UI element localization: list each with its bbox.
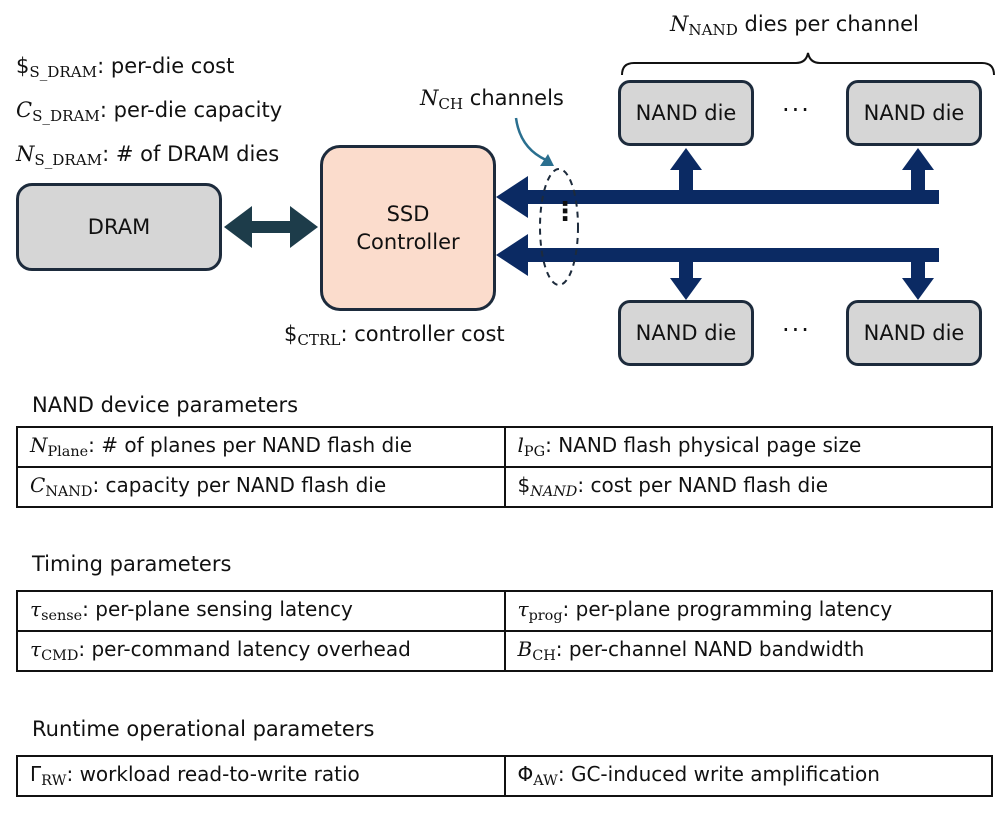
param-tau-cmd: τCMD: per-command latency overhead <box>16 630 506 672</box>
table-row: NPlane: # of planes per NAND flash die l… <box>16 426 993 468</box>
nand-die-label: NAND die <box>635 321 737 345</box>
description: channels <box>463 86 564 110</box>
param-gamma-rw: ΓRW: workload read-to-write ratio <box>16 755 506 797</box>
channels-label: NCH channels <box>420 88 564 112</box>
ssd-controller-block: SSD Controller <box>320 145 496 311</box>
nand-die-label: NAND die <box>635 101 737 125</box>
symbol: $ <box>284 322 298 346</box>
channel-bus-upper <box>496 148 939 218</box>
controller-label-line2: Controller <box>356 230 460 254</box>
controller-cost-label: $CTRL: controller cost <box>284 324 505 348</box>
param-tau-sense: τsense: per-plane sensing latency <box>16 590 506 632</box>
subscript: S_DRAM <box>32 107 100 126</box>
nand-die-bottom-right: NAND die <box>846 300 982 366</box>
channels-pointer-arrow <box>514 117 554 166</box>
dram-block: DRAM <box>16 183 222 271</box>
nand-ellipsis-top: ··· <box>782 96 811 124</box>
param-tau-prog: τprog: per-plane programming latency <box>503 590 993 632</box>
channels-vertical-dots: ⋮ <box>552 197 578 227</box>
param-phi-aw: ΦAW: GC-induced write amplification <box>503 755 993 797</box>
dies-per-channel-label: NNAND dies per channel <box>670 14 919 38</box>
symbol: $ <box>16 54 30 78</box>
channel-bus-lower <box>496 234 939 300</box>
description: : per-die capacity <box>99 98 283 122</box>
channels-ellipse <box>539 168 579 286</box>
table-row: τsense: per-plane sensing latency τprog:… <box>16 590 993 632</box>
table-row: τCMD: per-command latency overhead BCH: … <box>16 630 993 672</box>
section-title-nand-device: NAND device parameters <box>32 393 299 417</box>
subscript: NAND <box>688 21 738 40</box>
description: dies per channel <box>737 12 919 36</box>
nand-die-bottom-left: NAND die <box>618 300 754 366</box>
nand-die-top-right: NAND die <box>846 80 982 146</box>
param-cost-nand: $NAND: cost per NAND flash die <box>503 466 993 508</box>
legend-s-dram-count: NS_DRAM: # of DRAM dies <box>16 144 279 168</box>
table-row: ΓRW: workload read-to-write ratio ΦAW: G… <box>16 755 993 797</box>
nand-die-label: NAND die <box>863 321 965 345</box>
subscript: CH <box>438 95 464 114</box>
legend-s-dram-cost: $S_DRAM: per-die cost <box>16 56 234 80</box>
table-row: CNAND: capacity per NAND flash die $NAND… <box>16 466 993 508</box>
legend-s-dram-capacity: CS_DRAM: per-die capacity <box>16 100 282 124</box>
timing-parameters-table: τsense: per-plane sensing latency τprog:… <box>16 590 993 672</box>
param-b-ch: BCH: per-channel NAND bandwidth <box>503 630 993 672</box>
subscript: S_DRAM <box>34 151 103 170</box>
controller-label-line1: SSD <box>386 201 430 226</box>
nand-ellipsis-bottom: ··· <box>782 316 811 344</box>
subscript: S_DRAM <box>29 63 98 82</box>
diagram-connectors <box>224 52 995 300</box>
description: : # of DRAM dies <box>102 142 280 166</box>
section-title-runtime: Runtime operational parameters <box>32 717 375 741</box>
nand-device-parameters-table: NPlane: # of planes per NAND flash die l… <box>16 426 993 508</box>
param-l-pg: lPG: NAND flash physical page size <box>503 426 993 468</box>
dies-per-channel-brace <box>621 52 995 76</box>
section-title-timing: Timing parameters <box>32 552 232 576</box>
param-c-nand: CNAND: capacity per NAND flash die <box>16 466 506 508</box>
nand-die-label: NAND die <box>863 101 965 125</box>
symbol: N <box>16 142 35 166</box>
dram-label: DRAM <box>87 215 151 239</box>
symbol: N <box>670 12 689 36</box>
runtime-parameters-table: ΓRW: workload read-to-write ratio ΦAW: G… <box>16 755 993 797</box>
description: : per-die cost <box>97 54 235 78</box>
dram-controller-link <box>224 206 318 248</box>
nand-die-top-left: NAND die <box>618 80 754 146</box>
symbol: N <box>420 86 439 110</box>
param-n-plane: NPlane: # of planes per NAND flash die <box>16 426 506 468</box>
symbol: C <box>16 98 33 122</box>
subscript: CTRL <box>297 331 341 350</box>
description: : controller cost <box>340 322 505 346</box>
